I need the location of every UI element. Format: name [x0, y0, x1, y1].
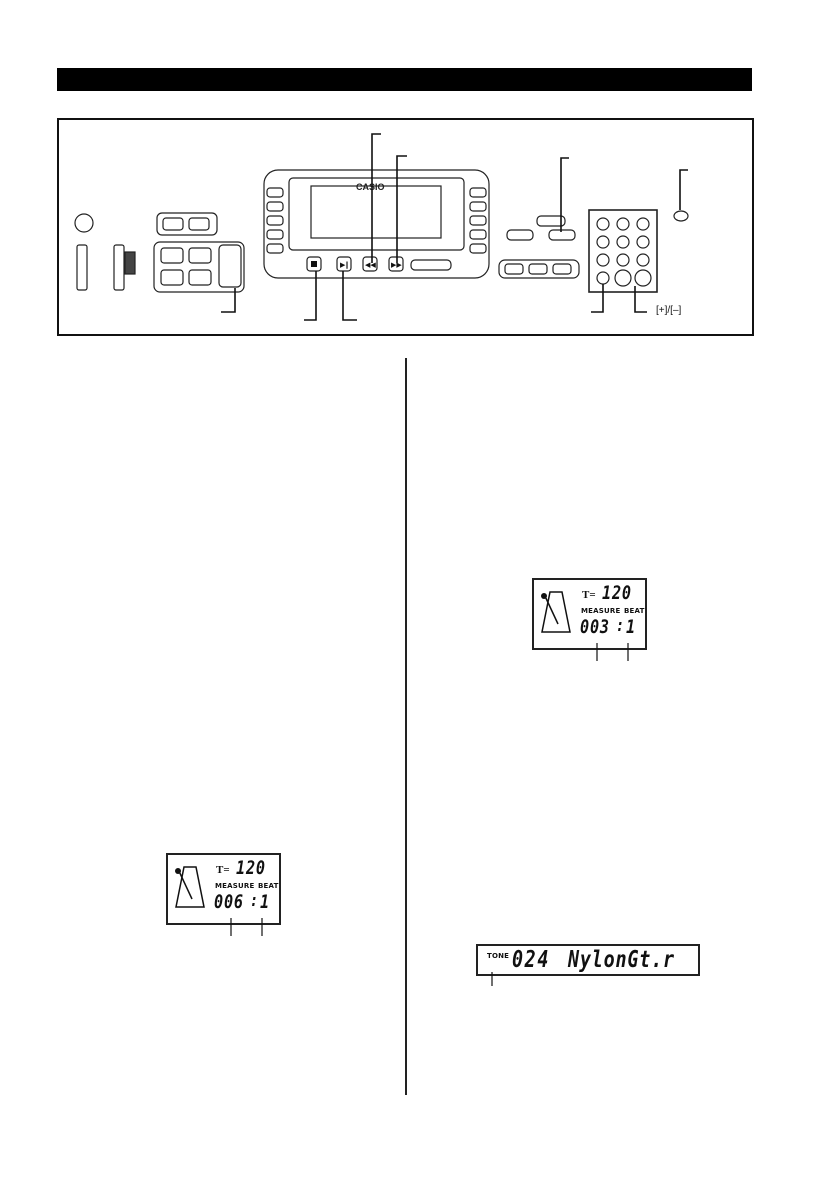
section-header-bar	[57, 68, 752, 91]
lcd-display-tone: TONE 024 NylonGt.r	[476, 944, 700, 976]
tone-callout-tick	[491, 972, 493, 986]
lcd-right-callout-ticks	[596, 643, 629, 661]
panel-drawing: ▶‖ ◀◀ ▶▶ CASIO	[74, 133, 689, 321]
svg-text:▶‖: ▶‖	[340, 261, 349, 269]
tempo-prefix: T=	[582, 589, 596, 601]
lcd-display-measure-left: T= 120 MEASURE BEAT 006 : 1	[166, 853, 281, 925]
beat-value: 1	[260, 891, 270, 913]
beat-value: 1	[626, 616, 636, 638]
svg-text:◀◀: ◀◀	[365, 261, 376, 269]
metronome-icon	[175, 866, 205, 908]
keyboard-panel-illustration: ▶‖ ◀◀ ▶▶ CASIO [+]/[–]	[57, 118, 754, 336]
power-knob	[74, 213, 94, 233]
metronome-icon	[541, 591, 571, 633]
measure-value: 003	[580, 616, 610, 638]
left-slider-1	[76, 244, 88, 291]
lcd-left-callout-ticks	[230, 918, 263, 936]
brand-logo-text: CASIO	[356, 182, 385, 192]
lcd-display-measure-right: T= 120 MEASURE BEAT 003 : 1	[532, 578, 647, 650]
measure-label: MEASURE	[215, 882, 255, 890]
tempo-value: 120	[236, 857, 266, 879]
tempo-value: 120	[602, 582, 632, 604]
measure-value: 006	[214, 891, 244, 913]
left-slider-2	[113, 244, 125, 291]
left-slider-knob	[124, 251, 136, 275]
measure-label: MEASURE	[581, 607, 621, 615]
tone-number: 024	[512, 947, 551, 973]
tone-name: NylonGt.r	[568, 947, 675, 973]
measure-beat-separator: :	[250, 891, 259, 911]
plus-minus-callout-label: [+]/[–]	[656, 305, 682, 316]
tone-label: TONE	[487, 952, 510, 960]
beat-label: BEAT	[258, 882, 279, 890]
measure-beat-separator: :	[616, 616, 625, 636]
beat-label: BEAT	[624, 607, 645, 615]
tempo-prefix: T=	[216, 864, 230, 876]
column-divider	[405, 358, 407, 1095]
svg-text:▶▶: ▶▶	[391, 261, 402, 269]
